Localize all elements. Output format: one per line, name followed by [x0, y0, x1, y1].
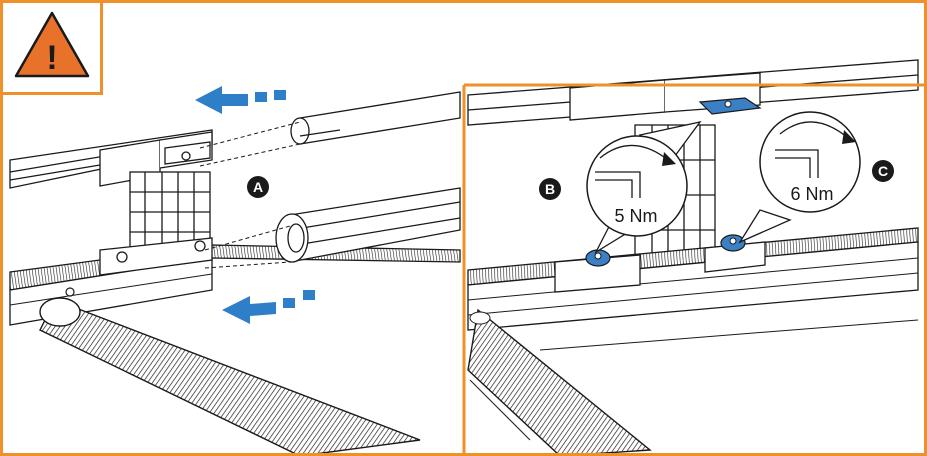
torque-c-label: 6 Nm — [790, 184, 833, 204]
hex-key-icon — [595, 171, 641, 198]
hex-key-icon — [775, 149, 819, 178]
warning-triangle-icon: ! — [14, 11, 90, 78]
right-panel: 5 Nm 6 Nm B C — [467, 59, 919, 456]
warning-box: ! — [0, 0, 103, 95]
diagonal-tube-left — [39, 287, 421, 456]
arrow-left-icon — [222, 290, 315, 324]
bracket-left — [99, 131, 213, 253]
diagonal-tube-right — [467, 308, 652, 456]
torque-bubble-c: 6 Nm — [738, 111, 861, 244]
rotate-arrow-icon — [599, 144, 669, 161]
screw-c — [720, 234, 746, 252]
callout-a: A — [247, 176, 269, 198]
guide-lines-left — [199, 121, 301, 269]
insert-profile-lower — [275, 187, 461, 263]
insert-tube-upper — [290, 91, 461, 145]
lower-rail-right — [467, 227, 919, 351]
arrow-left-icon — [195, 86, 286, 114]
upper-rail-right — [467, 59, 919, 126]
callout-b: B — [539, 178, 561, 200]
callout-a-label: A — [253, 179, 263, 195]
callout-c: C — [872, 160, 894, 182]
rotate-arrow-icon — [779, 121, 849, 139]
lower-rail-left — [9, 237, 461, 326]
callout-b-label: B — [545, 181, 555, 197]
callout-c-label: C — [878, 163, 888, 179]
nut-top — [698, 97, 762, 115]
screw-b — [585, 249, 611, 267]
warning-symbol: ! — [46, 39, 57, 77]
left-panel: A — [9, 86, 461, 456]
torque-bubble-b: 5 Nm — [586, 121, 702, 254]
torque-b-label: 5 Nm — [614, 206, 657, 226]
